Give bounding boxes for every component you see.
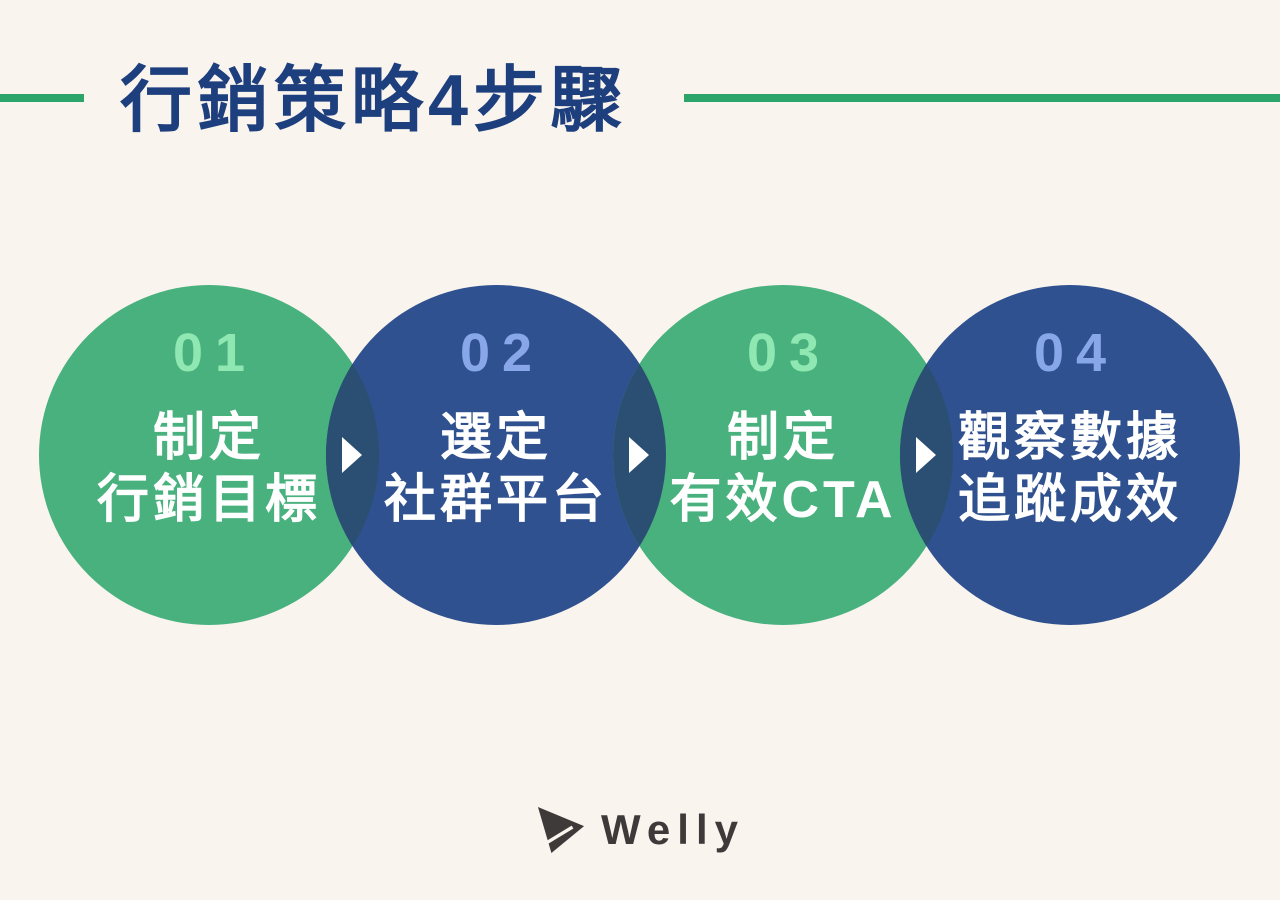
step-label-line-2: 社群平台 xyxy=(383,471,608,529)
brand-wordmark: Welly xyxy=(601,806,745,853)
step-label: 選定 社群平台 xyxy=(384,407,608,531)
step-number: 04 xyxy=(1033,323,1119,383)
step-label-line-1: 制定 xyxy=(152,409,265,467)
arrow-right-icon xyxy=(629,437,649,473)
step-label-line-2: 行銷目標 xyxy=(96,471,321,529)
step-label-line-1: 制定 xyxy=(726,409,839,467)
step-label: 觀察數據 追蹤成效 xyxy=(958,407,1182,531)
step-label-line-1: 選定 xyxy=(439,409,552,467)
title-rule-left xyxy=(0,94,84,102)
step-number: 03 xyxy=(746,323,832,383)
step-circle-1: 01 制定 行銷目標 xyxy=(39,285,379,625)
arrow-right-icon xyxy=(342,437,362,473)
step-label: 制定 行銷目標 xyxy=(97,407,321,531)
page-title: 行銷策略4步驟 xyxy=(120,61,628,141)
paper-plane-icon xyxy=(537,806,585,854)
step-circle-2: 02 選定 社群平台 xyxy=(326,285,666,625)
arrow-right-icon xyxy=(916,437,936,473)
step-label-line-2: 追蹤成效 xyxy=(957,471,1182,529)
step-label: 制定 有效CTA xyxy=(669,407,896,531)
step-number: 01 xyxy=(172,323,258,383)
step-label-line-1: 觀察數據 xyxy=(957,409,1182,467)
step-label-line-2: 有效CTA xyxy=(669,471,897,529)
step-number: 02 xyxy=(459,323,545,383)
step-circle-3: 03 制定 有效CTA xyxy=(613,285,953,625)
title-rule-right xyxy=(684,94,1280,102)
brand-footer: Welly xyxy=(0,806,1280,854)
step-circle-4: 04 觀察數據 追蹤成效 xyxy=(900,285,1240,625)
